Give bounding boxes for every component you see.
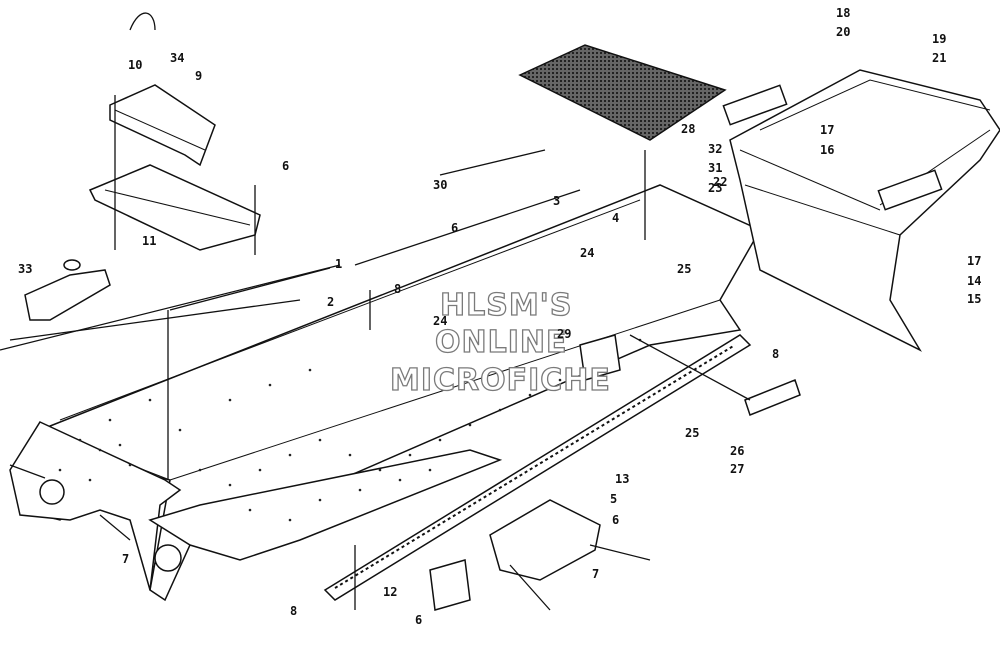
callout-15: 15 (967, 292, 981, 306)
callout-9: 9 (195, 69, 202, 83)
callout-2: 2 (327, 295, 334, 309)
leader-lines (0, 95, 751, 611)
callout-18: 18 (836, 6, 850, 20)
callout-5: 5 (610, 492, 617, 506)
callout-7a: 7 (122, 552, 129, 566)
callout-29: 29 (557, 327, 571, 341)
callout-25b: 25 (685, 426, 699, 440)
callout-28: 28 (681, 122, 695, 136)
watermark: HLSM'S ONLINE MICROFICHE (389, 287, 611, 398)
callout-17b: 17 (967, 254, 981, 268)
callout-27: 27 (730, 462, 744, 476)
watermark-line-3: MICROFICHE (390, 363, 611, 398)
callout-14: 14 (967, 274, 981, 288)
callout-21: 21 (932, 51, 946, 65)
callout-22: 22 (713, 175, 727, 189)
callout-26: 26 (730, 444, 744, 458)
callout-16: 16 (820, 143, 834, 157)
callout-11: 11 (142, 234, 156, 248)
callout-6: 6 (282, 159, 289, 173)
heat-shield-top (109, 84, 216, 167)
tunnel-assembly (9, 184, 762, 602)
running-board (323, 334, 752, 601)
callout-17a: 17 (820, 123, 834, 137)
watermark-line-1: HLSM'S (440, 288, 572, 323)
callout-3: 3 (553, 194, 560, 208)
callout-8: 8 (394, 282, 401, 296)
callout-23: 23 (708, 181, 722, 195)
callout-12: 12 (383, 585, 397, 599)
cable-34 (129, 12, 156, 31)
callout-19: 19 (932, 32, 946, 46)
callout-8c: 8 (290, 604, 297, 618)
callout-25: 25 (677, 262, 691, 276)
mesh-pad (518, 44, 727, 141)
callout-7b: 7 (592, 567, 599, 581)
bracket-33 (24, 269, 111, 321)
callout-6b: 6 (451, 221, 458, 235)
decal-29 (579, 334, 621, 381)
bracket-5 (489, 499, 601, 581)
callout-4: 4 (612, 211, 619, 225)
callout-8b: 8 (772, 347, 779, 361)
callout-31: 31 (708, 161, 722, 175)
callout-10: 10 (128, 58, 142, 72)
callout-24a: 24 (433, 314, 447, 328)
callout-6d: 6 (415, 613, 422, 627)
callout-32: 32 (708, 142, 722, 156)
plate-26 (744, 379, 801, 416)
plate-12 (429, 559, 471, 611)
callout-30: 30 (433, 178, 447, 192)
callout-6c: 6 (612, 513, 619, 527)
callout-34: 34 (170, 51, 184, 65)
callout-20: 20 (836, 25, 850, 39)
callout-labels: 34 10 9 6 11 33 1 2 3 4 30 6 8 24 24 25 … (18, 6, 981, 627)
callout-13: 13 (615, 472, 629, 486)
callout-24b: 24 (580, 246, 594, 260)
callout-33: 33 (18, 262, 32, 276)
watermark-line-2: ONLINE (435, 325, 568, 360)
callout-1: 1 (335, 257, 342, 271)
rear-bumper (722, 69, 1000, 352)
